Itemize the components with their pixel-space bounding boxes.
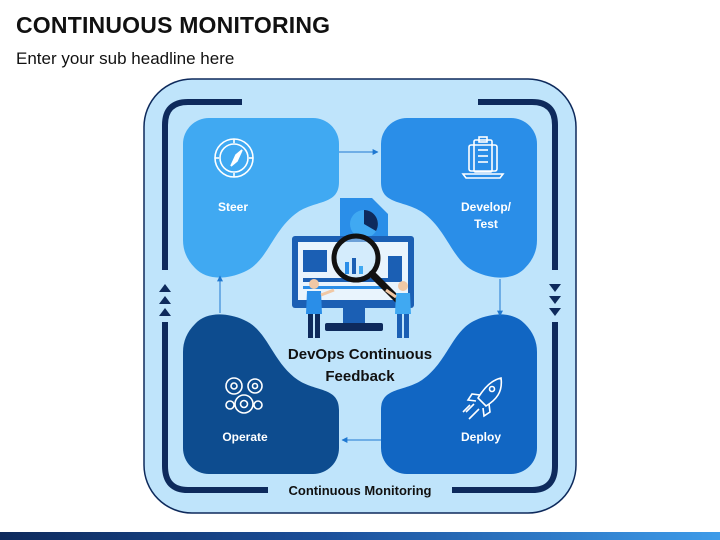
center-label-line1: DevOps Continuous xyxy=(288,346,432,363)
up-arrows-icon xyxy=(159,284,171,316)
deploy-label: Deploy xyxy=(461,430,501,444)
develop-label-line1: Develop/ xyxy=(461,200,512,214)
center-label-line2: Feedback xyxy=(325,368,395,385)
operate-tile[interactable] xyxy=(183,314,339,474)
develop-label-line2: Test xyxy=(474,217,498,231)
develop-tile[interactable] xyxy=(381,118,537,278)
center-illustration xyxy=(292,198,414,338)
page-subtitle: Enter your sub headline here xyxy=(16,49,235,68)
deploy-tile[interactable] xyxy=(381,314,537,474)
frame xyxy=(162,99,558,493)
rocket-icon xyxy=(462,377,503,420)
page-title: CONTINUOUS MONITORING xyxy=(16,12,331,38)
steer-tile[interactable] xyxy=(183,118,339,278)
footer-bar xyxy=(0,532,720,540)
clipboard-laptop-icon xyxy=(461,136,505,179)
compass-icon xyxy=(214,138,254,178)
steer-label: Steer xyxy=(218,200,248,214)
gears-icon xyxy=(225,377,263,414)
operate-label: Operate xyxy=(222,430,268,444)
down-arrows-icon xyxy=(549,284,561,316)
bottom-label: Continuous Monitoring xyxy=(289,483,432,498)
